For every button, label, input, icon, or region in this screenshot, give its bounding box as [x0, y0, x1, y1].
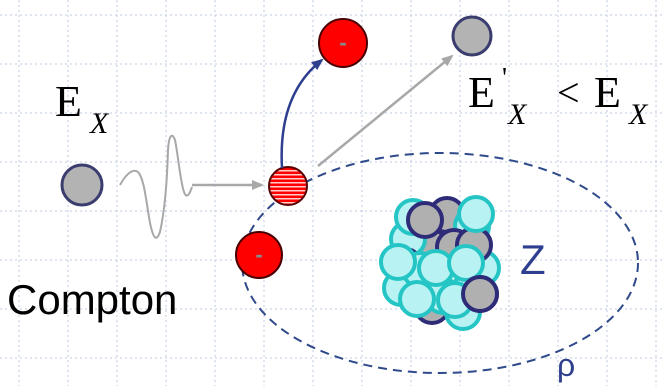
incoming-energy-symbol: E [55, 77, 82, 126]
proton-icon [398, 280, 436, 318]
outgoing-energy-subscript: X [507, 98, 528, 131]
proton-icon [379, 243, 417, 281]
neutron-icon [406, 201, 444, 239]
incoming-energy-subscript: X [89, 107, 110, 140]
interaction-point-icon [268, 166, 308, 206]
density-label: ρ [557, 347, 575, 383]
outgoing-energy-prime: ' [502, 63, 507, 94]
proton-icon [457, 195, 495, 233]
scattered-photon-arrow [317, 54, 454, 167]
scattered-photon-icon [451, 15, 493, 57]
outgoing-energy-symbol: E [468, 68, 495, 117]
energy-relation-sign: < [557, 70, 580, 115]
incident-photon-icon [60, 163, 104, 207]
nucleus-icon [379, 195, 501, 331]
reference-energy-symbol: E [594, 68, 621, 117]
atomic-number-label: Z [520, 236, 546, 283]
incoming-energy-label: E X [55, 77, 110, 140]
bound-electron-sign: - [255, 242, 262, 267]
outgoing-energy-label: E ' X < E X [468, 63, 649, 131]
atom-boundary [241, 152, 639, 374]
bound-electron-icon [235, 231, 283, 279]
ejected-electron-sign: - [339, 30, 346, 55]
compton-label: Compton [7, 276, 177, 323]
reference-energy-subscript: X [628, 98, 649, 131]
neutron-icon [461, 275, 499, 313]
photon-wave [119, 134, 193, 239]
proton-icon [447, 244, 485, 282]
ejected-electron-arrow [280, 58, 324, 169]
ejected-electron-icon [318, 18, 368, 68]
